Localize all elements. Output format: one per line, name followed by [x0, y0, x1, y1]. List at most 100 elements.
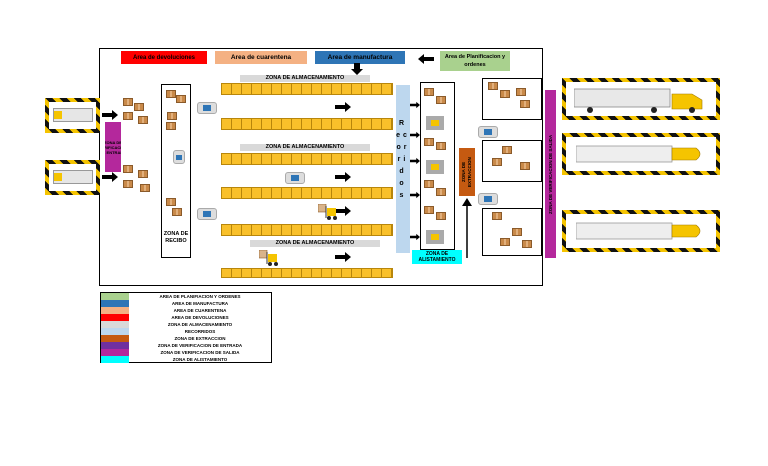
arrow-right-icon	[410, 101, 420, 109]
box-icon	[512, 228, 522, 236]
zona-alistamiento-label: ZONA DE ALISTAMIENTO	[412, 250, 462, 264]
legend-item: AREA DE DEVOLUCIONES	[101, 314, 271, 321]
truck-top-icon	[53, 108, 93, 122]
box-icon	[167, 112, 177, 120]
arrow-right-icon	[410, 131, 420, 139]
legend-swatch	[101, 349, 129, 356]
box-icon	[492, 158, 502, 166]
storage-zone-title-1: ZONA DE ALMACENAMIENTO	[240, 75, 370, 82]
legend-item: ZONA DE VERIFICACION DE ENTRADA	[101, 342, 271, 349]
legend-label: ZONA DE VERIFICACION DE ENTRADA	[157, 343, 243, 348]
legend-swatch	[101, 300, 129, 307]
box-icon	[134, 103, 144, 111]
storage-zone-title-2: ZONA DE ALMACENAMIENTO	[240, 144, 370, 151]
legend-label: ZONA DE ALMACENAMIENTO	[167, 322, 233, 327]
arrow-right-icon	[335, 102, 351, 112]
box-icon	[520, 100, 530, 108]
box-icon	[424, 138, 434, 146]
legend-item: ZONA DE VERIFICACION DE SALIDA	[101, 349, 271, 356]
arrow-right-icon	[102, 172, 118, 182]
box-icon	[424, 206, 434, 214]
legend-label: ZONA DE ALISTAMIENTO	[172, 357, 228, 362]
legend-label: ZONA DE VERIFICACION DE SALIDA	[160, 350, 240, 355]
arrow-down-icon	[351, 63, 363, 75]
box-icon	[488, 82, 498, 90]
legend-label: AREA DE DEVOLUCIONES	[171, 315, 229, 320]
legend-item: AREA DE MANUFACTURA	[101, 300, 271, 307]
box-icon	[166, 90, 176, 98]
box-icon	[138, 116, 148, 124]
box-icon	[436, 142, 446, 150]
box-icon	[436, 212, 446, 220]
legend-label: AREA DE MANUFACTURA	[171, 301, 229, 306]
legend-label: ZONA DE EXTRACCION	[174, 336, 226, 341]
box-icon	[166, 122, 176, 130]
legend-swatch	[101, 314, 129, 321]
truck-top-icon	[575, 144, 706, 164]
box-icon	[166, 198, 176, 206]
pallet-jack-icon	[478, 193, 498, 205]
box-icon	[500, 238, 510, 246]
zona-verificacion-salida: ZONA DE VERIFICACION DE SALIDA	[545, 90, 556, 258]
pallet-jack-icon	[426, 230, 444, 244]
storage-rack	[221, 153, 393, 165]
arrow-right-icon	[102, 110, 118, 120]
area-cuarentena-label: Area de cuarentena	[215, 51, 307, 64]
pallet-jack-icon	[426, 116, 444, 130]
storage-rack	[221, 118, 393, 130]
pallet-jack-icon	[197, 102, 217, 114]
storage-rack	[221, 187, 393, 199]
box-icon	[492, 212, 502, 220]
legend-label: AREA DE PLANIFIACION Y ORDENES	[159, 294, 241, 299]
legend-swatch	[101, 328, 129, 335]
legend-item: ZONA DE ALMACENAMIENTO	[101, 321, 271, 328]
arrow-right-icon	[335, 252, 351, 262]
box-icon	[123, 112, 133, 120]
truck-icon	[573, 86, 714, 114]
box-icon	[424, 88, 434, 96]
legend-swatch	[101, 321, 129, 328]
box-icon	[516, 88, 526, 96]
legend-swatch	[101, 307, 129, 314]
arrow-right-icon	[410, 191, 420, 199]
legend-item: RECORRIDOS	[101, 328, 271, 335]
warehouse-outline	[99, 48, 543, 286]
zona-recibo-label: ZONA DE RECIBO	[163, 231, 189, 244]
staging-bay	[482, 208, 542, 256]
recorridos-corridor	[396, 85, 410, 253]
area-manufactura-label: Area de manufactura	[315, 51, 405, 64]
arrow-right-icon	[335, 206, 351, 216]
staging-bay	[482, 140, 542, 182]
arrow-right-icon	[410, 157, 420, 165]
legend-item: AREA DE CUARENTENA	[101, 307, 271, 314]
legend-swatch	[101, 293, 129, 300]
legend-swatch	[101, 342, 129, 349]
box-icon	[123, 98, 133, 106]
area-devoluciones-label: Area de devoluciones	[121, 51, 207, 64]
arrow-right-icon	[410, 233, 420, 241]
pallet-jack-icon	[285, 172, 305, 184]
storage-zone-title-3: ZONA DE ALMACENAMIENTO	[250, 240, 380, 247]
box-icon	[172, 208, 182, 216]
zona-recibo	[161, 84, 191, 258]
box-icon	[502, 146, 512, 154]
recorridos-label: Recorridos	[396, 120, 410, 199]
forklift-icon	[317, 203, 340, 220]
box-icon	[500, 90, 510, 98]
staging-bay	[482, 78, 542, 120]
legend	[100, 292, 272, 363]
legend-label: AREA DE CUARENTENA	[173, 308, 227, 313]
alistamiento-column	[420, 82, 455, 250]
box-icon	[138, 170, 148, 178]
legend-label: RECORRIDOS	[184, 329, 216, 334]
legend-item: ZONA DE EXTRACCION	[101, 335, 271, 342]
truck-top-icon	[575, 221, 706, 241]
pallet-jack-icon	[426, 160, 444, 174]
box-icon	[176, 95, 186, 103]
box-icon	[424, 180, 434, 188]
truck-top-icon	[53, 170, 93, 184]
box-icon	[140, 184, 150, 192]
pallet-jack-icon	[173, 150, 185, 164]
box-icon	[436, 96, 446, 104]
arrow-up-icon	[462, 198, 472, 258]
